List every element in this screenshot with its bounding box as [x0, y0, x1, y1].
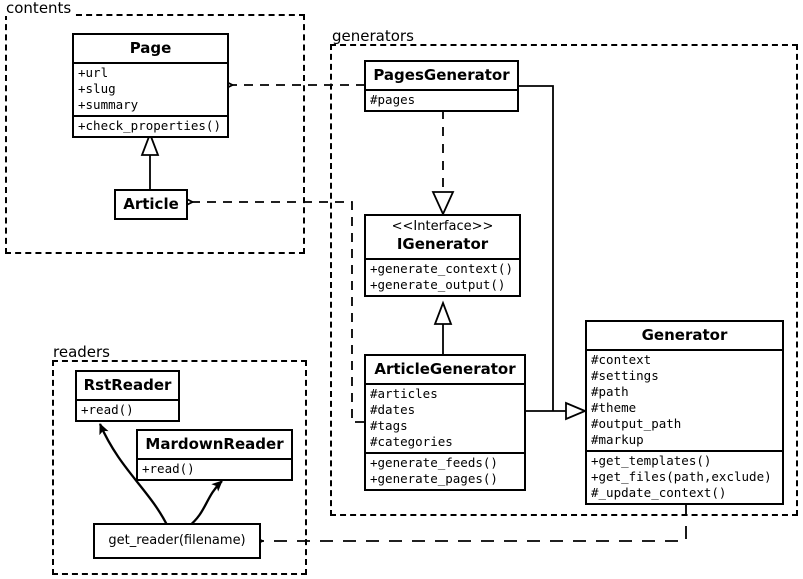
class-rst-reader-methods: +read()	[77, 399, 178, 420]
class-pages-generator-attribute: #pages	[370, 92, 416, 107]
class-article-generator-title: ArticleGenerator	[374, 360, 516, 378]
class-article-generator-method: +generate_pages()	[370, 471, 498, 486]
class-generator-attribute: #markup	[591, 432, 644, 447]
class-page-attribute: +summary	[78, 97, 139, 112]
class-igenerator-title: IGenerator	[396, 235, 489, 253]
class-page-methods: +check_properties()	[74, 115, 227, 136]
class-mardown-reader-title: MardownReader	[145, 435, 284, 453]
class-article-generator-attributes: #articles #dates #tags #categories	[366, 383, 524, 452]
class-mardown-reader-method: +read()	[142, 461, 195, 476]
class-generator-title: Generator	[641, 326, 728, 344]
class-rst-reader-title: RstReader	[83, 376, 172, 394]
class-page-attribute: +slug	[78, 81, 116, 96]
class-page-attributes: +url +slug +summary	[74, 62, 227, 115]
class-generator-method: #_update_context()	[591, 485, 727, 500]
class-article-generator[interactable]: ArticleGenerator #articles #dates #tags …	[364, 354, 526, 491]
function-get-reader[interactable]: get_reader(filename)	[93, 523, 261, 559]
class-article-generator-methods: +generate_feeds() +generate_pages()	[366, 452, 524, 489]
package-contents-label: contents	[5, 0, 74, 17]
package-generators-label: generators	[331, 27, 416, 45]
class-generator-attribute: #theme	[591, 400, 637, 415]
class-page[interactable]: Page +url +slug +summary +check_properti…	[72, 33, 229, 138]
class-pages-generator-title: PagesGenerator	[373, 66, 510, 84]
class-igenerator-stereotype: <<Interface>>	[391, 219, 494, 234]
class-article-generator-attribute: #dates	[370, 402, 416, 417]
class-igenerator-method: +generate_output()	[370, 277, 506, 292]
class-page-title: Page	[129, 39, 172, 57]
class-generator-method: +get_files(path,exclude)	[591, 469, 772, 484]
class-generator-attributes: #context #settings #path #theme #output_…	[587, 349, 782, 450]
class-article[interactable]: Article	[114, 189, 188, 220]
class-page-attribute: +url	[78, 65, 109, 80]
class-article-generator-attribute: #categories	[370, 434, 453, 449]
class-generator-method: +get_templates()	[591, 453, 712, 468]
class-generator-attribute: #settings	[591, 368, 659, 383]
class-pages-generator[interactable]: PagesGenerator #pages	[364, 60, 519, 112]
class-generator-methods: +get_templates() +get_files(path,exclude…	[587, 450, 782, 503]
class-mardown-reader[interactable]: MardownReader +read()	[136, 429, 293, 481]
class-igenerator-method: +generate_context()	[370, 261, 513, 276]
class-generator[interactable]: Generator #context #settings #path #them…	[585, 320, 784, 505]
class-igenerator[interactable]: <<Interface>> IGenerator +generate_conte…	[364, 214, 521, 297]
class-article-generator-method: +generate_feeds()	[370, 455, 498, 470]
package-contents	[5, 14, 305, 254]
class-article-title: Article	[123, 195, 179, 213]
package-readers-label: readers	[52, 343, 112, 361]
class-page-method: +check_properties()	[78, 118, 221, 133]
class-generator-attribute: #context	[591, 352, 652, 367]
class-rst-reader-method: +read()	[81, 402, 134, 417]
class-mardown-reader-methods: +read()	[138, 458, 291, 479]
class-article-generator-attribute: #articles	[370, 386, 438, 401]
class-igenerator-methods: +generate_context() +generate_output()	[366, 258, 519, 295]
class-generator-attribute: #path	[591, 384, 629, 399]
class-generator-attribute: #output_path	[591, 416, 682, 431]
class-rst-reader[interactable]: RstReader +read()	[75, 370, 180, 422]
function-get-reader-label: get_reader(filename)	[108, 533, 246, 548]
class-article-generator-attribute: #tags	[370, 418, 408, 433]
class-pages-generator-attributes: #pages	[366, 89, 517, 110]
package-readers	[52, 360, 307, 575]
